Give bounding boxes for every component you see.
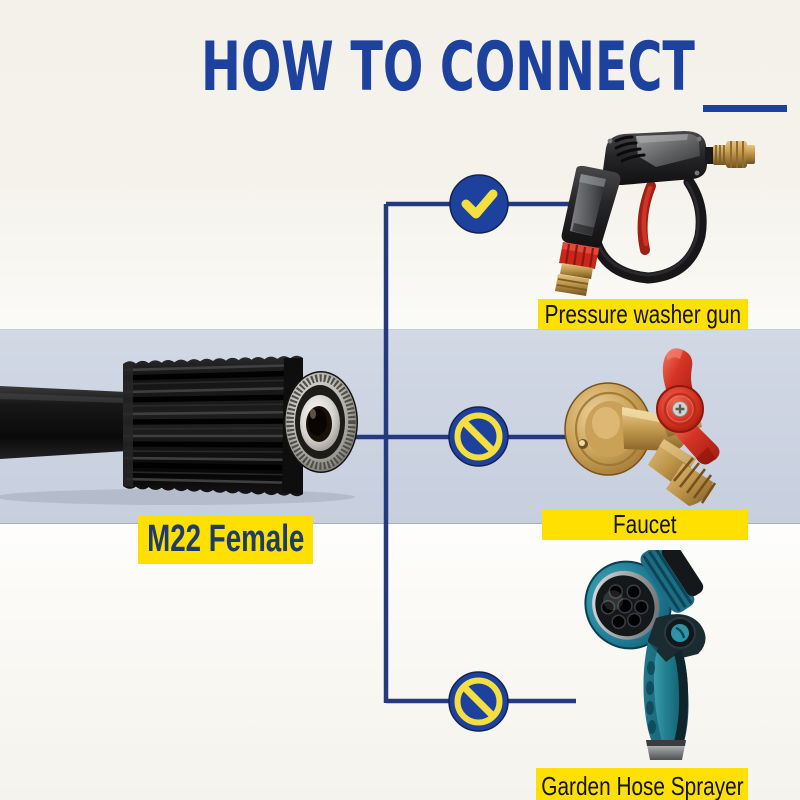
label-faucet: Faucet [542, 509, 748, 540]
page-title: HOW TO CONNECT [201, 28, 695, 107]
pressure-washer-gun-photo [555, 131, 755, 296]
no-icon-sprayer [448, 671, 509, 732]
label-garden-hose-sprayer-text: Garden Hose Sprayer [540, 771, 744, 800]
m22-connector-photo [0, 355, 358, 505]
label-pressure-washer-gun-text: Pressure washer gun [544, 298, 742, 329]
label-m22-female-text: M22 Female [146, 518, 305, 560]
garden-hose-sprayer-photo [584, 550, 706, 760]
title-underline-dash [703, 105, 787, 112]
faucet-photo [564, 348, 720, 506]
label-garden-hose-sprayer: Garden Hose Sprayer [536, 768, 748, 800]
no-icon-faucet [448, 406, 509, 467]
check-icon [449, 174, 509, 234]
label-faucet-text: Faucet [613, 509, 677, 539]
label-pressure-washer-gun: Pressure washer gun [538, 299, 748, 329]
label-m22-female: M22 Female [138, 515, 313, 564]
